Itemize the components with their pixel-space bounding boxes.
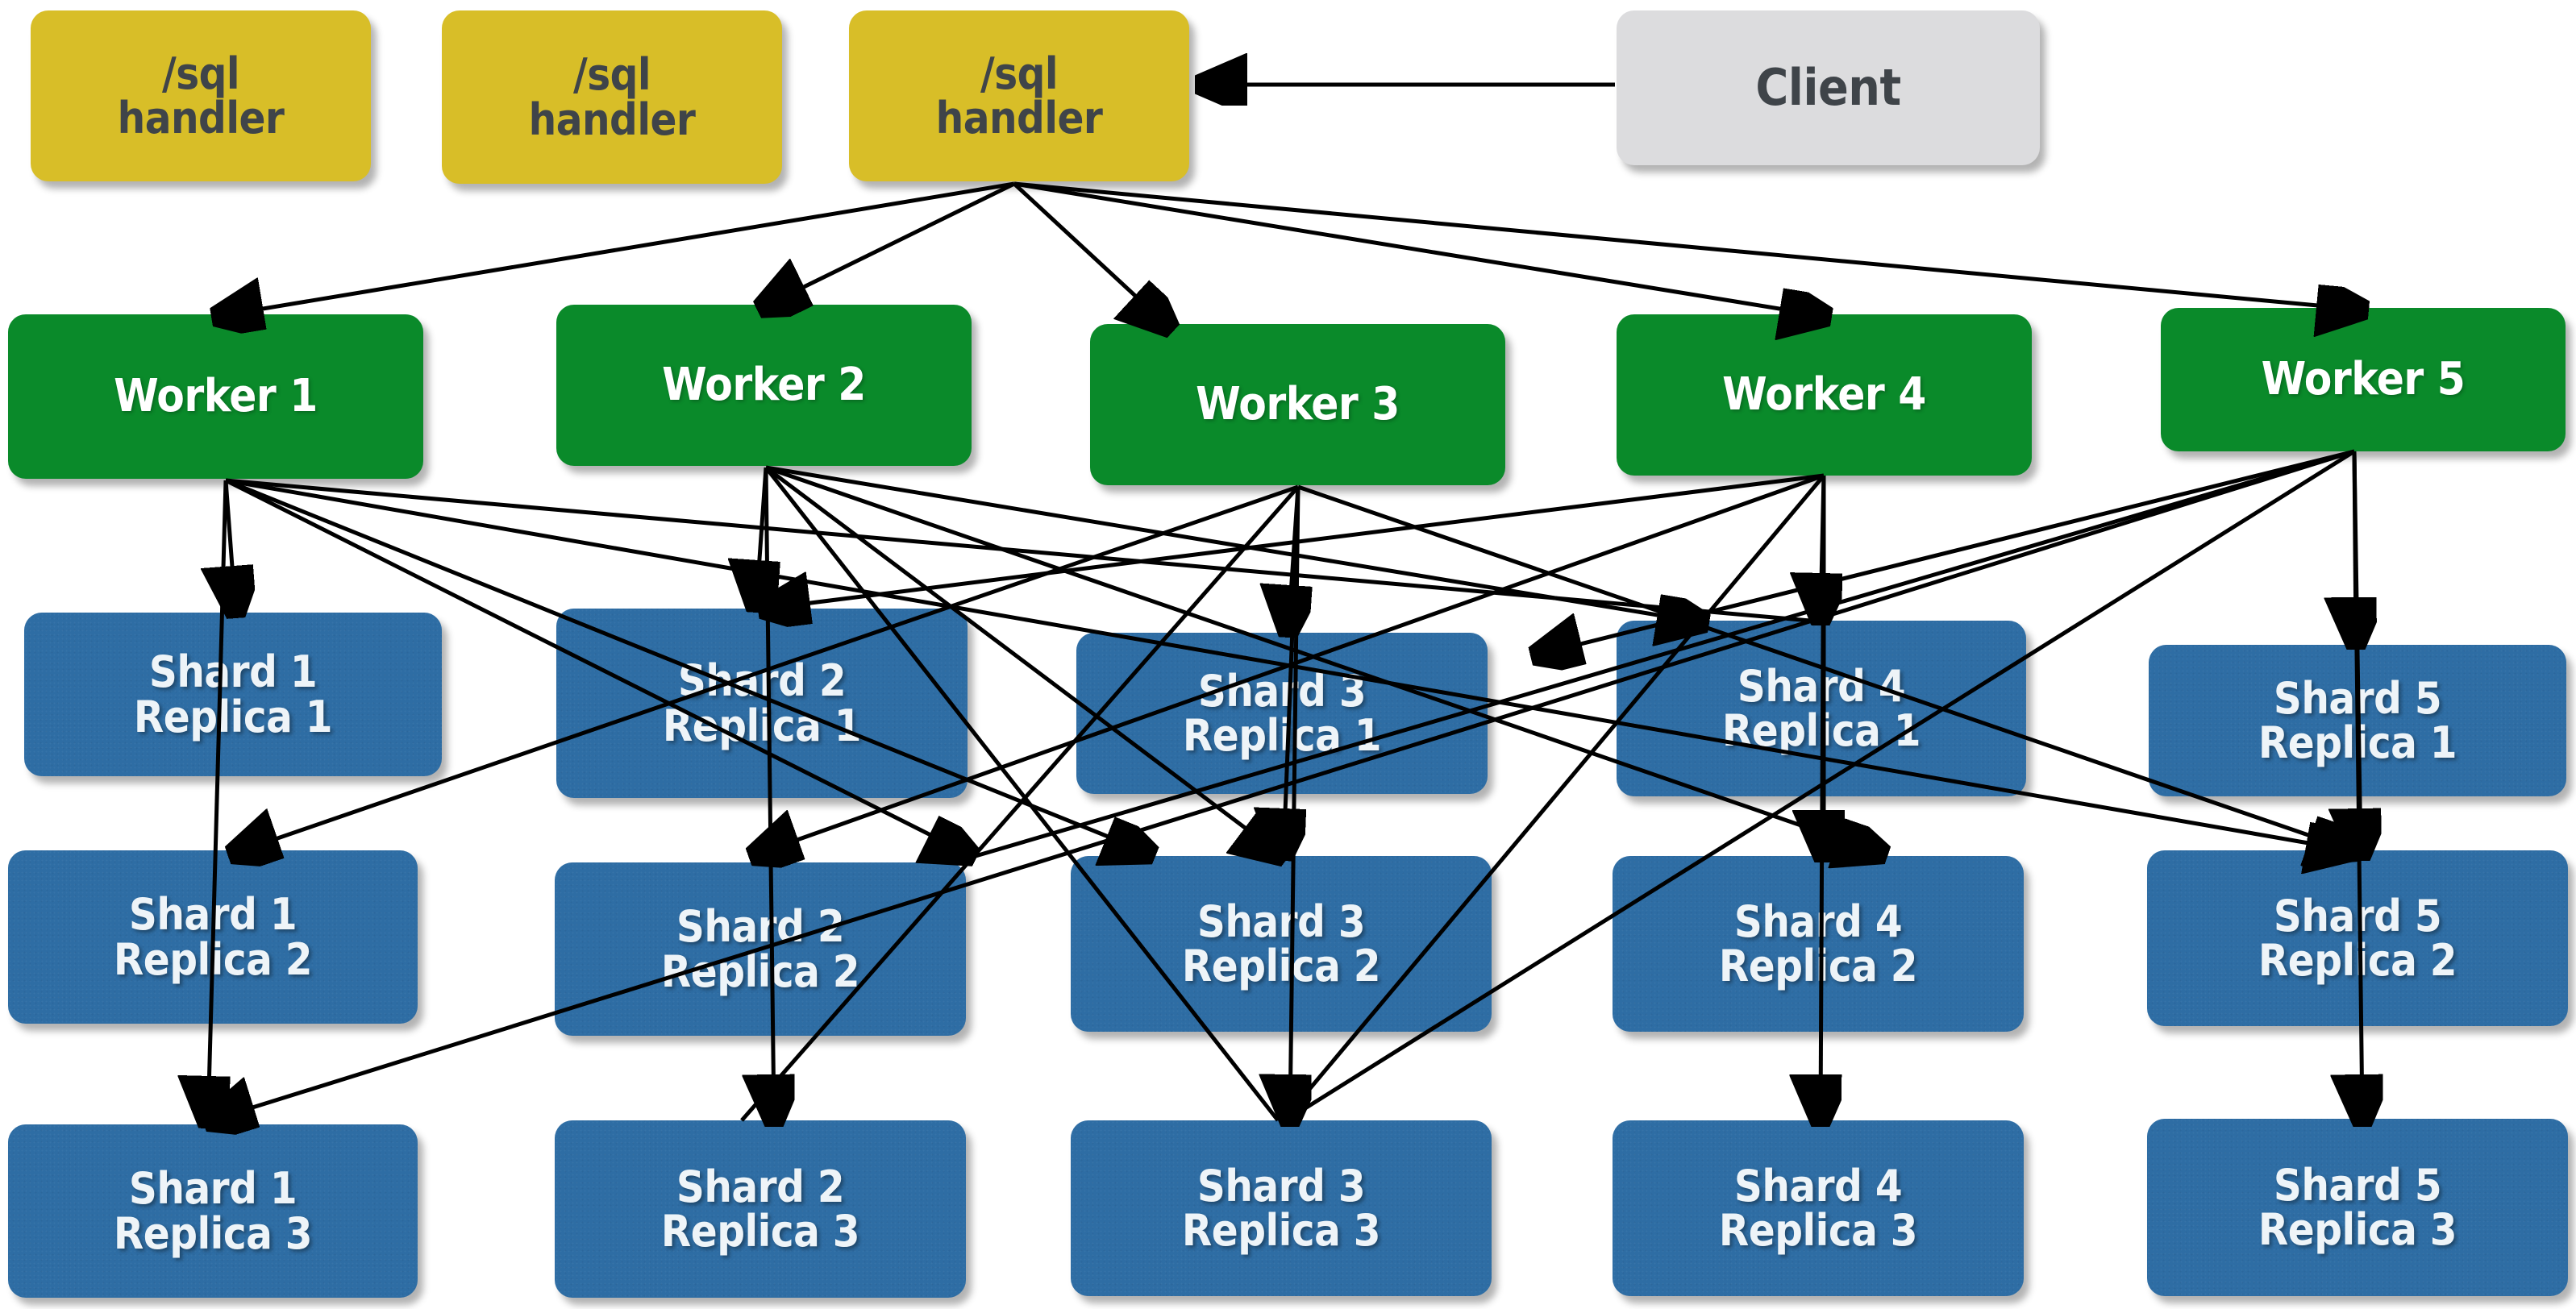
worker-box-1[interactable]: Worker 1	[8, 314, 423, 479]
shard-5-replica-3[interactable]: Shard 5 Replica 3	[2147, 1119, 2568, 1296]
shard-2-replica-1[interactable]: Shard 2 Replica 1	[556, 609, 968, 798]
shard-4-replica-2[interactable]: Shard 4 Replica 2	[1613, 856, 2024, 1032]
sql-handler-box-3[interactable]: /sql handler	[849, 10, 1189, 181]
shard-3-replica-1[interactable]: Shard 3 Replica 1	[1076, 633, 1488, 794]
worker-box-5[interactable]: Worker 5	[2161, 308, 2566, 451]
shard-1-replica-2[interactable]: Shard 1 Replica 2	[8, 850, 418, 1024]
shard-4-replica-3[interactable]: Shard 4 Replica 3	[1613, 1120, 2024, 1296]
shard-2-replica-3[interactable]: Shard 2 Replica 3	[555, 1120, 966, 1298]
shard-4-replica-1[interactable]: Shard 4 Replica 1	[1617, 621, 2026, 796]
shard-5-replica-2[interactable]: Shard 5 Replica 2	[2147, 850, 2568, 1026]
client-box[interactable]: Client	[1617, 10, 2040, 165]
worker-box-3[interactable]: Worker 3	[1090, 324, 1505, 485]
edge-group-handler-to-workers	[219, 181, 2361, 326]
sql-handler-box-1[interactable]: /sql handler	[31, 10, 371, 181]
shard-3-replica-2[interactable]: Shard 3 Replica 2	[1071, 856, 1492, 1032]
shard-3-replica-3[interactable]: Shard 3 Replica 3	[1071, 1120, 1492, 1296]
worker-box-4[interactable]: Worker 4	[1617, 314, 2032, 476]
shard-5-replica-1[interactable]: Shard 5 Replica 1	[2149, 645, 2566, 796]
shard-1-replica-3[interactable]: Shard 1 Replica 3	[8, 1124, 418, 1298]
shard-1-replica-1[interactable]: Shard 1 Replica 1	[24, 613, 442, 776]
worker-box-2[interactable]: Worker 2	[556, 305, 972, 466]
sql-handler-box-2[interactable]: /sql handler	[442, 10, 782, 184]
shard-2-replica-2[interactable]: Shard 2 Replica 2	[555, 862, 966, 1036]
